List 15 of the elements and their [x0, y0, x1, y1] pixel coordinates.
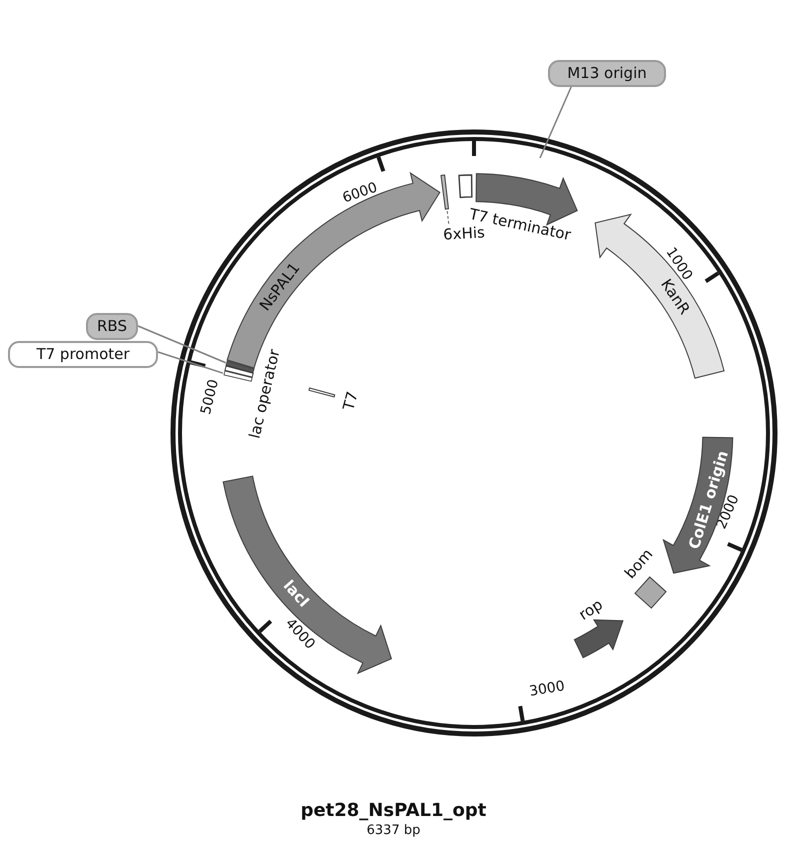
callout-label: RBS — [86, 313, 138, 340]
feature-label: 6xHis — [442, 226, 485, 243]
leader-line — [539, 84, 573, 158]
tick-label: 3000 — [528, 678, 566, 699]
map-title: pet28_NsPAL1_opt — [300, 802, 488, 820]
tick-label: 6000 — [340, 180, 380, 206]
callout-label: T7 promoter — [8, 341, 158, 368]
leader-line — [158, 351, 224, 374]
feature-label: rop — [576, 596, 606, 623]
callout-label: M13 origin — [548, 60, 666, 87]
feature-label: T7 — [341, 390, 361, 412]
tick-label: 5000 — [199, 378, 222, 416]
feature-label: lac operator — [247, 348, 282, 440]
map-caption: 6337 bp — [366, 824, 422, 837]
leader-line — [138, 325, 226, 364]
